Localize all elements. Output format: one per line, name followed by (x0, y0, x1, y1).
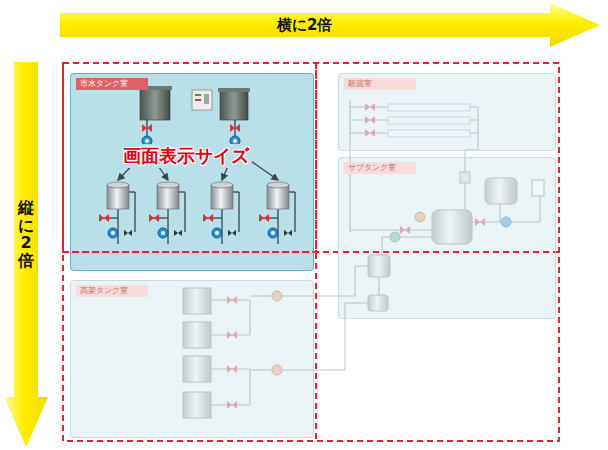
city-water-equipment (99, 86, 295, 244)
room-header: 高架タンク室 (76, 285, 148, 297)
room-panel: 高架タンク室 (70, 280, 314, 438)
arrow-body (4, 62, 48, 447)
room-header: サブタンク室 (344, 162, 416, 174)
arrow-label: 横に2倍 (277, 16, 332, 34)
room-header: 市水タンク室 (76, 78, 148, 90)
room-panel: 殺菌室 (338, 73, 556, 151)
room-panel: 市水タンク室 (70, 73, 314, 271)
panel-fill (70, 280, 314, 438)
scale-arrow: 縦に2倍 (4, 62, 48, 447)
room-panel: サブタンク室 (338, 157, 556, 319)
scale-arrow: 横に2倍 (60, 3, 600, 47)
screen-frame (63, 63, 559, 441)
arrow-body (60, 3, 600, 47)
panel-fill (338, 73, 556, 151)
room-header: 殺菌室 (344, 78, 416, 90)
arrow-label: 縦に2倍 (18, 199, 34, 269)
panel-fill (70, 73, 314, 271)
panel-fill (338, 157, 556, 319)
screen-size-label: 画面表示サイズ (120, 144, 252, 168)
